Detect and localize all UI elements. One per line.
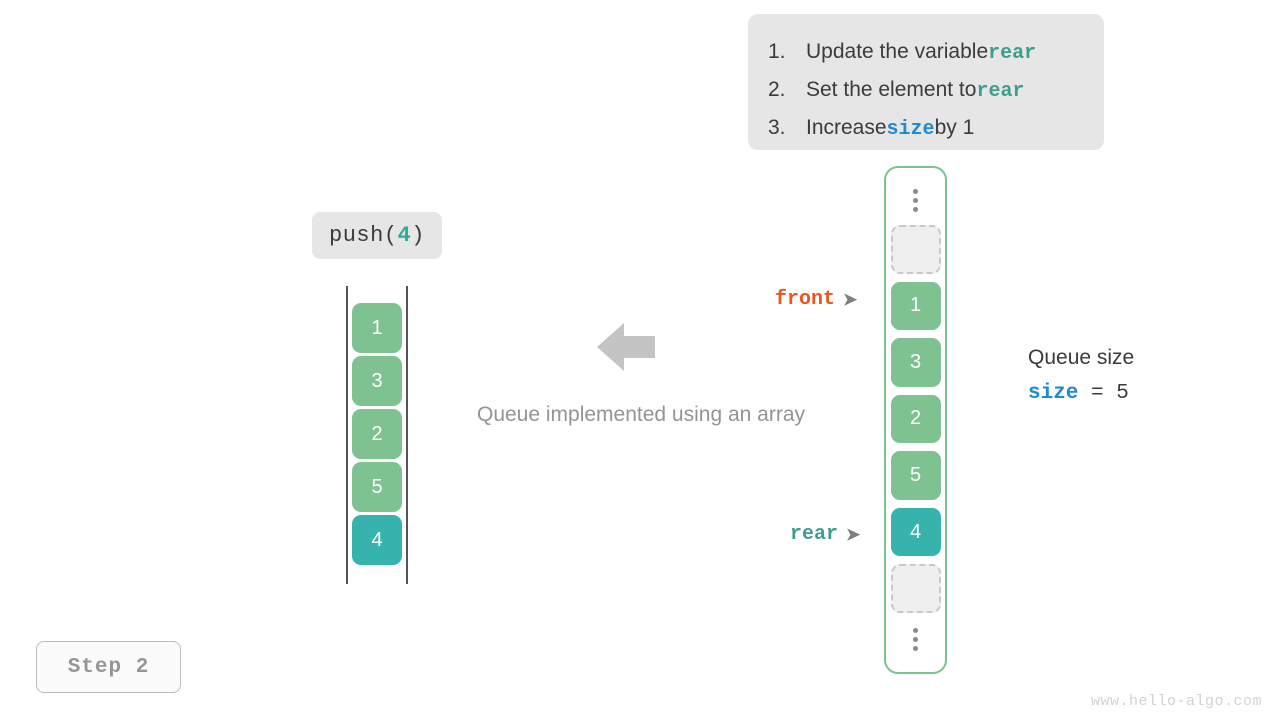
queue-bracket-left xyxy=(346,286,348,584)
queue-size-expression: size = 5 xyxy=(1028,379,1228,409)
instruction-step-2: 2. Set the element to rear xyxy=(768,72,1080,110)
instruction-step-1-text: Update the variable xyxy=(806,40,989,63)
operation-label-argument: 4 xyxy=(397,223,412,248)
front-pointer-label: front xyxy=(775,288,836,311)
array-cell-empty xyxy=(890,224,941,274)
left-queue-visualization: 1 3 2 5 4 xyxy=(346,286,408,584)
diagram-caption: Queue implemented using an array xyxy=(476,403,806,426)
array-cell: 4 xyxy=(890,507,941,557)
instruction-step-2-code: rear xyxy=(976,80,1025,103)
queue-size-title: Queue size xyxy=(1028,346,1135,369)
queue-size-equals: = xyxy=(1078,382,1117,405)
array-cell: 5 xyxy=(890,451,941,500)
instruction-box: 1. Update the variable rear 2. Set the e… xyxy=(748,14,1104,150)
array-cell: 3 xyxy=(890,338,941,387)
left-queue-cell: 4 xyxy=(352,515,402,565)
left-queue-cells: 1 3 2 5 4 xyxy=(352,303,402,565)
instruction-step-2-number: 2. xyxy=(768,78,786,101)
instruction-step-3-code: size xyxy=(886,118,935,141)
left-queue-cell: 1 xyxy=(352,303,402,353)
array-cell: 1 xyxy=(890,281,941,331)
operation-label-prefix: push( xyxy=(329,223,398,248)
vertical-ellipsis-icon-top xyxy=(891,182,941,219)
left-queue-cell: 5 xyxy=(352,462,402,512)
instruction-step-1-code: rear xyxy=(988,42,1037,65)
operation-label-suffix: ) xyxy=(411,223,425,248)
left-queue-cell: 2 xyxy=(352,409,402,459)
instruction-step-1: 1. Update the variable rear xyxy=(768,34,1080,72)
rear-pointer-label: rear xyxy=(790,523,839,546)
operation-label: push(4) xyxy=(312,212,442,259)
instruction-step-2-text: Set the element to xyxy=(806,78,977,101)
front-pointer: front ➤ xyxy=(775,288,857,311)
array-cell: 2 xyxy=(890,394,941,444)
instruction-step-3-text: Increase xyxy=(806,116,887,139)
left-arrow-icon xyxy=(597,323,655,371)
watermark: www.hello-algo.com xyxy=(1090,693,1262,710)
rear-pointer-arrow-icon: ➤ xyxy=(846,524,861,544)
array-cell-empty xyxy=(890,564,941,614)
rear-pointer: rear ➤ xyxy=(790,523,860,546)
right-array-visualization: 1 3 2 5 4 xyxy=(884,166,947,674)
queue-size-info: Queue size size = 5 xyxy=(1028,343,1228,409)
step-badge: Step 2 xyxy=(36,641,181,693)
instruction-step-3-post: by 1 xyxy=(934,116,975,139)
front-pointer-arrow-icon: ➤ xyxy=(843,289,858,309)
instruction-step-3-number: 3. xyxy=(768,116,786,139)
queue-size-value: 5 xyxy=(1116,382,1129,405)
instruction-step-1-number: 1. xyxy=(768,40,786,63)
queue-size-variable: size xyxy=(1028,382,1079,405)
left-queue-cell: 3 xyxy=(352,356,402,406)
queue-bracket-right xyxy=(406,286,408,584)
instruction-step-3: 3. Increase size by 1 xyxy=(768,110,1080,148)
vertical-ellipsis-icon-bottom xyxy=(891,621,941,658)
